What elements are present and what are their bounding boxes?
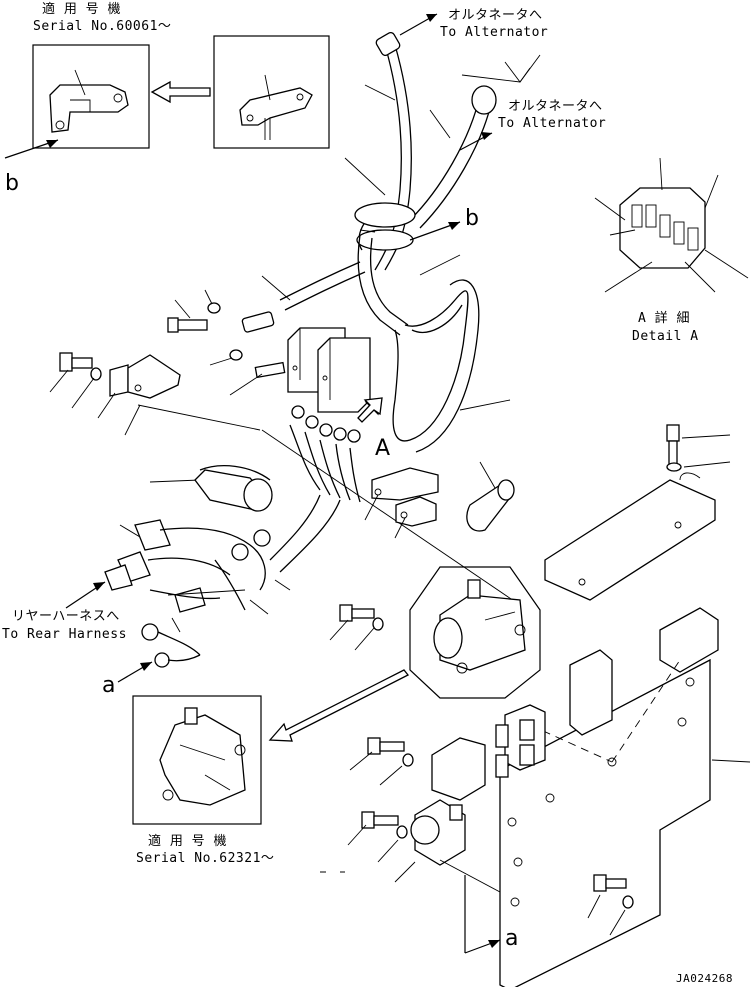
left-harness xyxy=(104,465,291,668)
rear-harness-en: To Rear Harness xyxy=(2,627,127,642)
label-a-left: a xyxy=(102,673,115,698)
lower-inset-arrow xyxy=(268,669,410,742)
alternator-cables xyxy=(241,32,497,453)
inset-bracket-old xyxy=(213,35,330,149)
brackets-mid xyxy=(364,467,439,539)
label-A-marker: A xyxy=(375,436,390,461)
alternator-1-jp: オルタネータへ xyxy=(448,8,543,23)
alternator-arrows xyxy=(399,13,541,151)
alternator-2-en: To Alternator xyxy=(498,116,606,131)
b-left-arrow xyxy=(4,139,59,159)
wire-terminals xyxy=(269,405,361,573)
a-bottom-arrow xyxy=(464,875,501,954)
a-left-arrow xyxy=(117,661,153,683)
label-b-left: b xyxy=(5,171,19,196)
arrow-A xyxy=(357,397,383,423)
relay-block xyxy=(287,327,371,413)
label-a-bottom: a xyxy=(505,926,518,951)
serial-bottom: Serial No.62321～ xyxy=(136,851,274,866)
alternator-1-en: To Alternator xyxy=(440,25,548,40)
label-b-top: b xyxy=(465,206,479,231)
panel-relays xyxy=(495,704,546,778)
rubber-boot xyxy=(466,479,515,532)
regulator-inset xyxy=(409,566,541,699)
rear-harness-arrow xyxy=(65,581,106,609)
inset-regulator-new xyxy=(132,695,262,825)
detail-a-en: Detail A xyxy=(632,329,699,344)
lower-components xyxy=(320,737,634,936)
serial-bottom-jp: 適 用 号 機 xyxy=(148,833,227,849)
cover-plate xyxy=(544,472,716,601)
alternator-2-jp: オルタネータへ xyxy=(508,99,603,114)
inset-transition-arrow xyxy=(150,80,211,104)
mounting-panel xyxy=(499,607,751,987)
leader-lines xyxy=(49,84,521,606)
detail-A-drawing xyxy=(594,157,749,293)
bolts-upper-left xyxy=(59,302,286,399)
serial-top: Serial No.60061～ xyxy=(33,19,171,34)
rear-harness-jp: リヤーハーネスへ xyxy=(12,609,120,624)
serial-top-jp: 適 用 号 機 xyxy=(42,1,121,17)
detail-a-jp: A 詳 細 xyxy=(638,310,690,326)
bolts-mid xyxy=(329,604,384,651)
top-bolt xyxy=(666,424,731,472)
inset-bracket-new xyxy=(32,44,150,149)
b-top-arrow xyxy=(409,221,461,241)
drawing-id: JA024268 xyxy=(676,972,733,985)
